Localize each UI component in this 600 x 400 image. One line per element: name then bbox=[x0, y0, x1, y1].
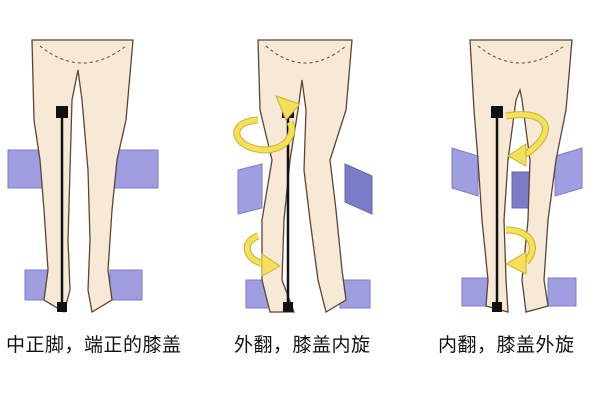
rotation-arrow-icon bbox=[261, 253, 281, 277]
legs-valgus bbox=[257, 39, 353, 314]
rotation-arrow-icon bbox=[275, 95, 301, 121]
rotation-arrow-icon bbox=[507, 143, 527, 167]
pelvis-line bbox=[265, 45, 347, 64]
ankle-marker bbox=[57, 302, 67, 312]
hip-marker bbox=[491, 106, 503, 118]
ankle-marker bbox=[283, 302, 293, 312]
plane-right-lower bbox=[109, 269, 143, 301]
figure-varus bbox=[451, 39, 583, 313]
caption-neutral: 中正脚，端正的膝盖 bbox=[6, 334, 182, 356]
plane-right-lower bbox=[547, 277, 577, 307]
plane-center bbox=[511, 171, 531, 209]
rotation-arrow-icon bbox=[504, 251, 527, 275]
plane-right-upper bbox=[344, 163, 373, 215]
ankle-marker bbox=[492, 302, 502, 312]
diagram-canvas bbox=[7, 39, 583, 314]
hip-marker bbox=[56, 106, 68, 118]
figure-valgus bbox=[233, 39, 373, 314]
plane-left-upper bbox=[237, 163, 263, 215]
caption-varus: 内翻，膝盖外旋 bbox=[438, 334, 575, 356]
plane-left-upper bbox=[451, 147, 479, 197]
figure-neutral bbox=[7, 39, 159, 314]
plane-right-upper bbox=[554, 147, 583, 197]
caption-valgus: 外翻，膝盖内旋 bbox=[234, 334, 371, 356]
